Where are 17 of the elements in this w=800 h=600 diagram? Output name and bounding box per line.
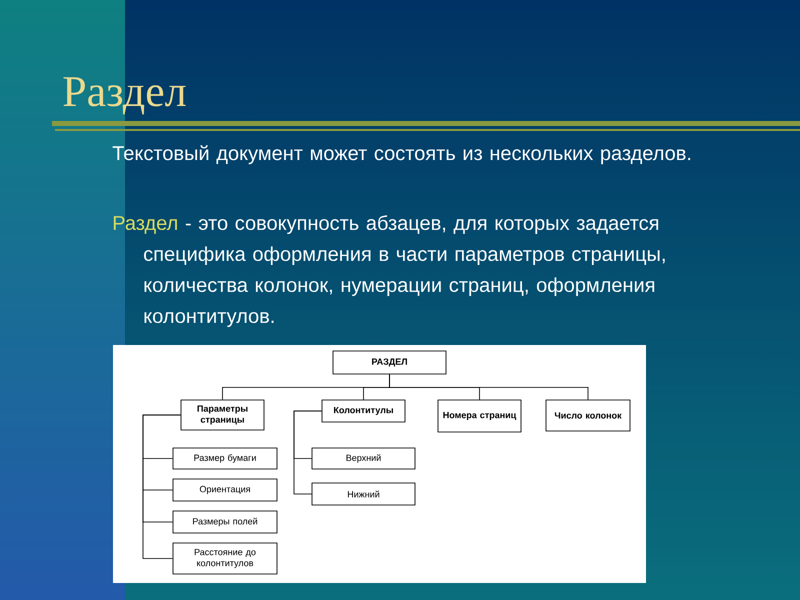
connector-line [294,410,322,494]
slide-title: Раздел [63,77,186,114]
diagram-box: Нижний [312,482,416,506]
diagram-box: Расстояние до колонтитулов [172,542,278,574]
paragraph: Раздел - это совокупность абзацев, для которых задается специфика оформления в части параметров страницы, количества колонок, нумерации страниц, оформления колонтитулов. [114,215,665,328]
connector-line [142,414,181,559]
diagram-box: Ориентация [172,478,278,502]
diagram-box: Размеры полей [172,510,278,534]
diagram-box: Параметры страницы [180,400,264,430]
diagram-box: Число колонок [546,400,630,432]
connector-line [389,374,588,400]
diagram-box: Номера страниц [438,400,522,432]
diagram-box: Размер бумаги [172,448,278,470]
diagram-box: Верхний [312,448,416,470]
paragraph: Текстовый документ может состоять из нескольких разделов. [112,145,690,164]
diagram-box: Колонтитулы [322,400,406,422]
diagram-box: РАЗДЕЛ [332,350,446,374]
